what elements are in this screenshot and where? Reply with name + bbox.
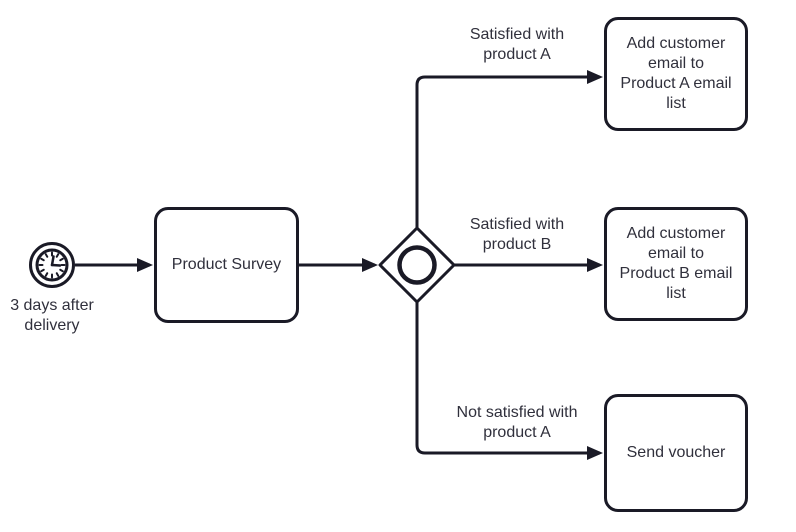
flow-label-not-satisfied-product-a: Not satisfied with product A [456,404,578,441]
flow-label-satisfied-product-b: Satisfied with product B [469,216,565,253]
clock-icon [38,251,66,279]
inclusive-gateway [378,226,456,304]
task-add-email-product-a: Add customer email to Product A email li… [604,17,748,131]
gateway-inclusive-circle-icon [397,245,437,285]
task-product-survey: Product Survey [154,207,299,323]
task-add-email-product-b: Add customer email to Product B email li… [604,207,748,321]
flow-gateway-to-task-a [415,70,603,228]
clock-minute-hand [50,263,62,267]
clock-hour-hand [50,255,55,267]
task-send-voucher: Send voucher [604,394,748,512]
timer-start-event [29,242,75,288]
start-event-label: 3 days after delivery [10,297,94,334]
flow-gateway-to-voucher [415,302,603,460]
flow-label-satisfied-product-a: Satisfied with product A [469,26,565,63]
gateway-diamond [378,226,456,304]
